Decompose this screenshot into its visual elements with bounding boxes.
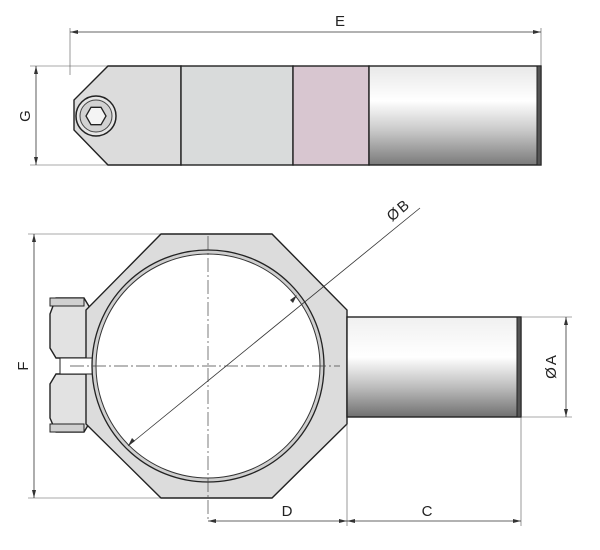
dimension-g: G xyxy=(17,65,108,166)
label-a: A xyxy=(543,355,560,365)
segment-gray xyxy=(180,65,294,166)
dimension-c: C xyxy=(347,417,522,526)
label-d: D xyxy=(282,503,293,520)
dimension-f: F xyxy=(15,233,160,499)
clamp-lug xyxy=(49,297,97,433)
label-b-diameter: ØB xyxy=(384,197,413,225)
front-view: F ØB xyxy=(15,197,572,526)
hex-socket-screw-icon xyxy=(75,95,117,137)
dimension-e: E xyxy=(69,13,542,75)
segment-pink xyxy=(292,65,370,166)
label-g: G xyxy=(17,110,34,122)
diameter-symbol-a: Ø xyxy=(543,367,560,379)
dimension-d: D xyxy=(208,424,348,526)
rod-top xyxy=(368,65,542,166)
rod-front-end-cap xyxy=(516,316,522,418)
dimension-a: ØA xyxy=(521,316,572,418)
top-view: E G xyxy=(17,13,542,166)
rod-end-cap xyxy=(536,65,542,166)
label-c: C xyxy=(422,503,433,520)
label-f: F xyxy=(15,361,32,370)
rod-front xyxy=(346,316,522,418)
label-e: E xyxy=(335,13,345,30)
label-a-diameter: ØA xyxy=(543,355,560,379)
